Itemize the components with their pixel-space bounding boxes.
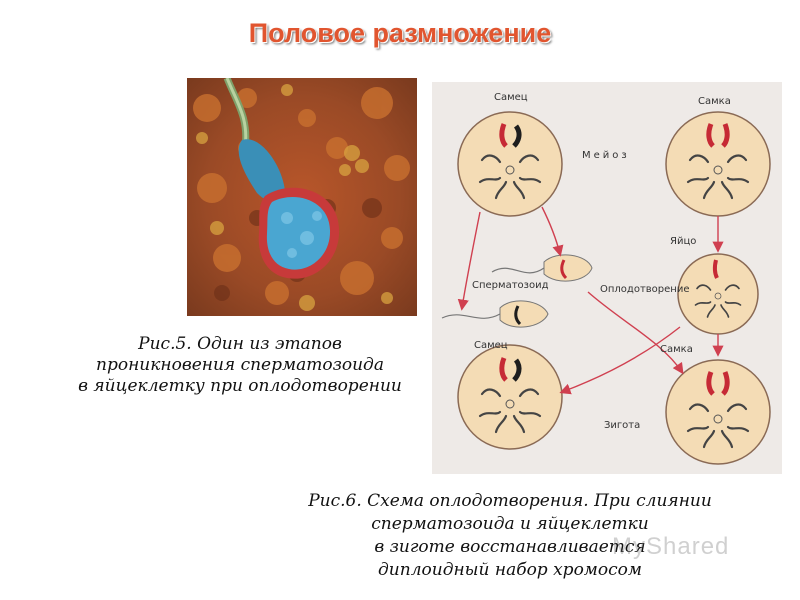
caption-line: проникновения сперматозоида bbox=[96, 355, 384, 375]
label-female-top: Самка bbox=[698, 96, 731, 107]
fertilization-diagram: Самец Самка Мейоз Яйцо Сперматозоид Опло… bbox=[432, 82, 782, 474]
caption-line: диплоидный набор хромосом bbox=[378, 560, 642, 580]
cell-male-top bbox=[457, 111, 563, 217]
label-fertilization: Оплодотворение bbox=[600, 284, 689, 295]
caption-line: Рис.6. Схема оплодотворения. При слиянии bbox=[308, 491, 712, 511]
sperm-cell-1 bbox=[491, 254, 593, 282]
label-male-bottom: Самец bbox=[474, 340, 508, 351]
label-female-bottom: Самка bbox=[660, 344, 693, 355]
cell-egg bbox=[677, 253, 759, 335]
label-egg: Яйцо bbox=[670, 236, 696, 247]
slide-title-wrap: Половое размножение bbox=[0, 18, 800, 49]
caption-line: сперматозоида и яйцеклетки bbox=[371, 514, 649, 534]
cell-male-bottom bbox=[457, 344, 563, 450]
sperm-cell-2 bbox=[441, 300, 549, 328]
figure-5-caption: Рис.5. Один из этапов проникновения спер… bbox=[30, 334, 450, 397]
label-meiosis: Мейоз bbox=[582, 150, 630, 161]
caption-line: в яйцеклетку при оплодотворении bbox=[78, 376, 402, 396]
diagram-arrows bbox=[457, 206, 724, 395]
cell-zygote bbox=[665, 359, 771, 465]
label-zygote: Зигота bbox=[604, 420, 640, 431]
slide-title: Половое размножение bbox=[248, 18, 552, 48]
cell-female-top bbox=[665, 111, 771, 217]
figure-6-caption: Рис.6. Схема оплодотворения. При слиянии… bbox=[236, 490, 784, 582]
watermark: MyShared bbox=[612, 533, 730, 560]
label-sperm: Сперматозоид bbox=[472, 280, 549, 291]
caption-line: в зиготе восстанавливается bbox=[374, 537, 646, 557]
label-male-top: Самец bbox=[494, 92, 528, 103]
micrograph-image bbox=[187, 78, 417, 316]
caption-line: Рис.5. Один из этапов bbox=[138, 334, 342, 354]
